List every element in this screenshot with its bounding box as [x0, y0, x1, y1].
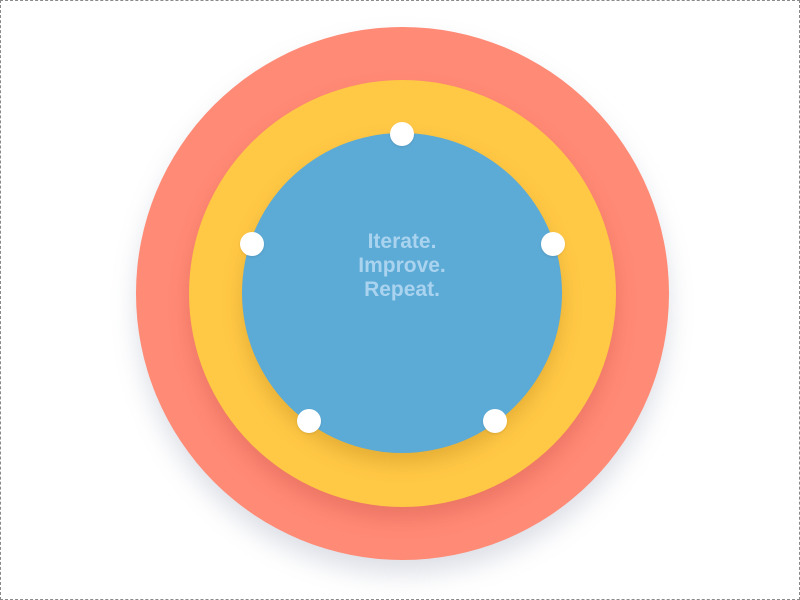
center-text-line-3: Repeat.: [364, 278, 440, 301]
cycle-node-bottom-right[interactable]: [483, 409, 507, 433]
cycle-node-right[interactable]: [541, 232, 565, 256]
cycle-node-top[interactable]: [390, 122, 414, 146]
center-text-line-1: Iterate.: [367, 230, 437, 253]
center-text: Iterate. Improve. Repeat.: [302, 230, 502, 302]
cycle-node-left[interactable]: [240, 232, 264, 256]
cycle-node-bottom-left[interactable]: [297, 409, 321, 433]
inner-circle: [242, 133, 562, 453]
center-text-line-2: Improve.: [358, 254, 446, 277]
